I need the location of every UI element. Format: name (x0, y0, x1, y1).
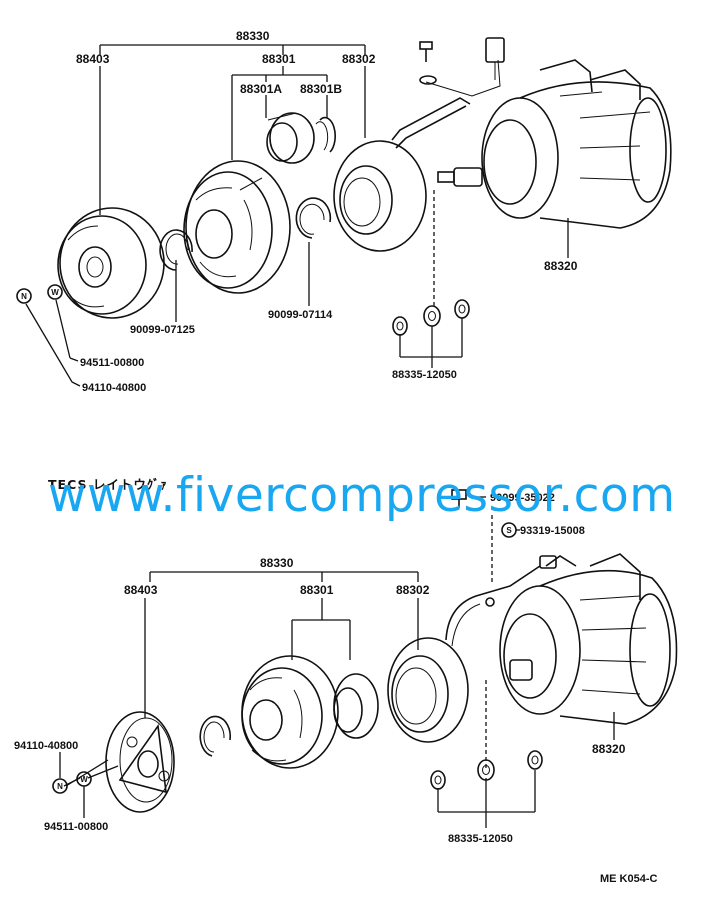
top-label-rotor-sub-a: 88301A (240, 82, 282, 96)
top-label-shims: 88335-12050 (392, 369, 457, 381)
top-washer-symbol: W (47, 284, 63, 300)
bottom-bolt-90099-35022 (451, 489, 467, 508)
top-label-snap-ring-1: 90099-07125 (130, 324, 195, 336)
bottom-label-rotor: 88301 (300, 583, 334, 597)
bottom-nut-symbol-label: N (57, 782, 63, 791)
top-label-stator: 88302 (342, 52, 376, 66)
bottom-label-nut: 94110-40800 (14, 740, 78, 752)
ring-88301B (315, 116, 336, 153)
top-label-rotor-sub-b: 88301B (300, 82, 342, 96)
bottom-screw-symbol: S (501, 522, 517, 538)
rotor-88301-bottom (241, 655, 379, 769)
snap-ring-90099-07114 (295, 197, 332, 239)
bottom-diagram: TECS レイトウｸﾞｧ (14, 477, 678, 885)
bearing-88301A (266, 112, 315, 164)
bottom-screw-symbol-label: S (506, 526, 512, 535)
bottom-label-shims: 88335-12050 (448, 833, 513, 845)
snap-ring-bottom (199, 715, 232, 757)
bottom-label-screw: 93319-15008 (520, 525, 585, 537)
top-label-rotor: 88301 (262, 52, 296, 66)
top-shims-88335-12050 (392, 299, 470, 336)
watermark-text: www.fivercompressor.com (48, 468, 676, 523)
top-label-nut: 94110-40800 (82, 382, 146, 394)
bottom-label-compressor: 88320 (592, 742, 626, 756)
bottom-shims-88335-12050 (430, 750, 543, 790)
bottom-label-stator: 88302 (396, 583, 430, 597)
compressor-88320 (437, 59, 672, 229)
top-label-assembly: 88330 (236, 29, 270, 43)
top-connector (485, 37, 505, 80)
top-nut-symbol-label: N (21, 292, 27, 301)
top-diagram: N W 88330 88403 88301 88302 88301A 88301… (16, 29, 672, 394)
bottom-washer-symbol: W (76, 771, 92, 787)
bottom-washer-symbol-label: W (80, 775, 88, 784)
top-label-pressure-plate: 88403 (76, 52, 110, 66)
bottom-label-assembly: 88330 (260, 556, 294, 570)
top-leader-lines (25, 44, 569, 387)
top-bolt (419, 41, 437, 85)
bottom-label-washer: 94511-00800 (44, 821, 108, 833)
bottom-label-bolt: 90099-35022 (490, 492, 555, 504)
top-washer-symbol-label: W (51, 288, 59, 297)
pressure-plate-88403 (57, 207, 165, 319)
bottom-leader-lines (59, 496, 615, 828)
top-label-washer: 94511-00800 (80, 357, 144, 369)
compressor-88320-bottom (499, 553, 678, 725)
rotor-88301 (183, 160, 291, 294)
bottom-nut-symbol: N (52, 778, 68, 794)
bottom-header: TECS レイトウｸﾞｧ (48, 477, 168, 492)
top-label-snap-ring-2: 90099-07114 (268, 309, 333, 321)
figure-code: ME K054-C (600, 873, 658, 885)
top-label-compressor: 88320 (544, 259, 578, 273)
snap-ring-90099-07125 (159, 229, 193, 271)
stator-88302-bottom (387, 565, 541, 743)
pressure-plate-88403-bottom (105, 711, 175, 813)
top-nut-symbol: N (16, 288, 32, 304)
bottom-label-pressure-plate: 88403 (124, 583, 158, 597)
stator-88302 (333, 59, 501, 252)
